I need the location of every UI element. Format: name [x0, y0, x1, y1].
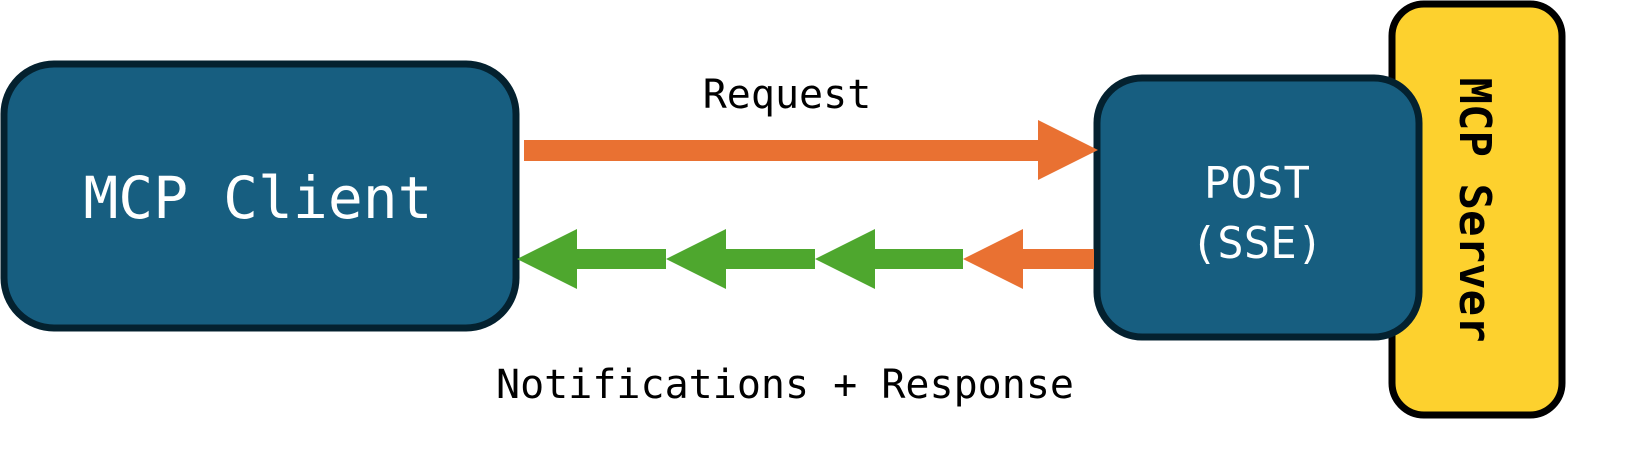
endpoint-line1: POST: [1204, 158, 1310, 209]
mcp-client-label: MCP Client: [83, 164, 432, 232]
post-sse-endpoint-box: [1093, 74, 1423, 341]
endpoint-line2: (SSE): [1191, 218, 1323, 269]
mcp-client-box: [0, 60, 520, 332]
response-label: Notifications + Response: [496, 362, 1074, 408]
mcp-server-label: MCP Server: [1449, 78, 1500, 343]
response-arrow-orange: [963, 229, 1094, 289]
request-arrow: [524, 120, 1098, 180]
request-label: Request: [703, 72, 872, 118]
notification-arrows-green: [517, 229, 963, 289]
